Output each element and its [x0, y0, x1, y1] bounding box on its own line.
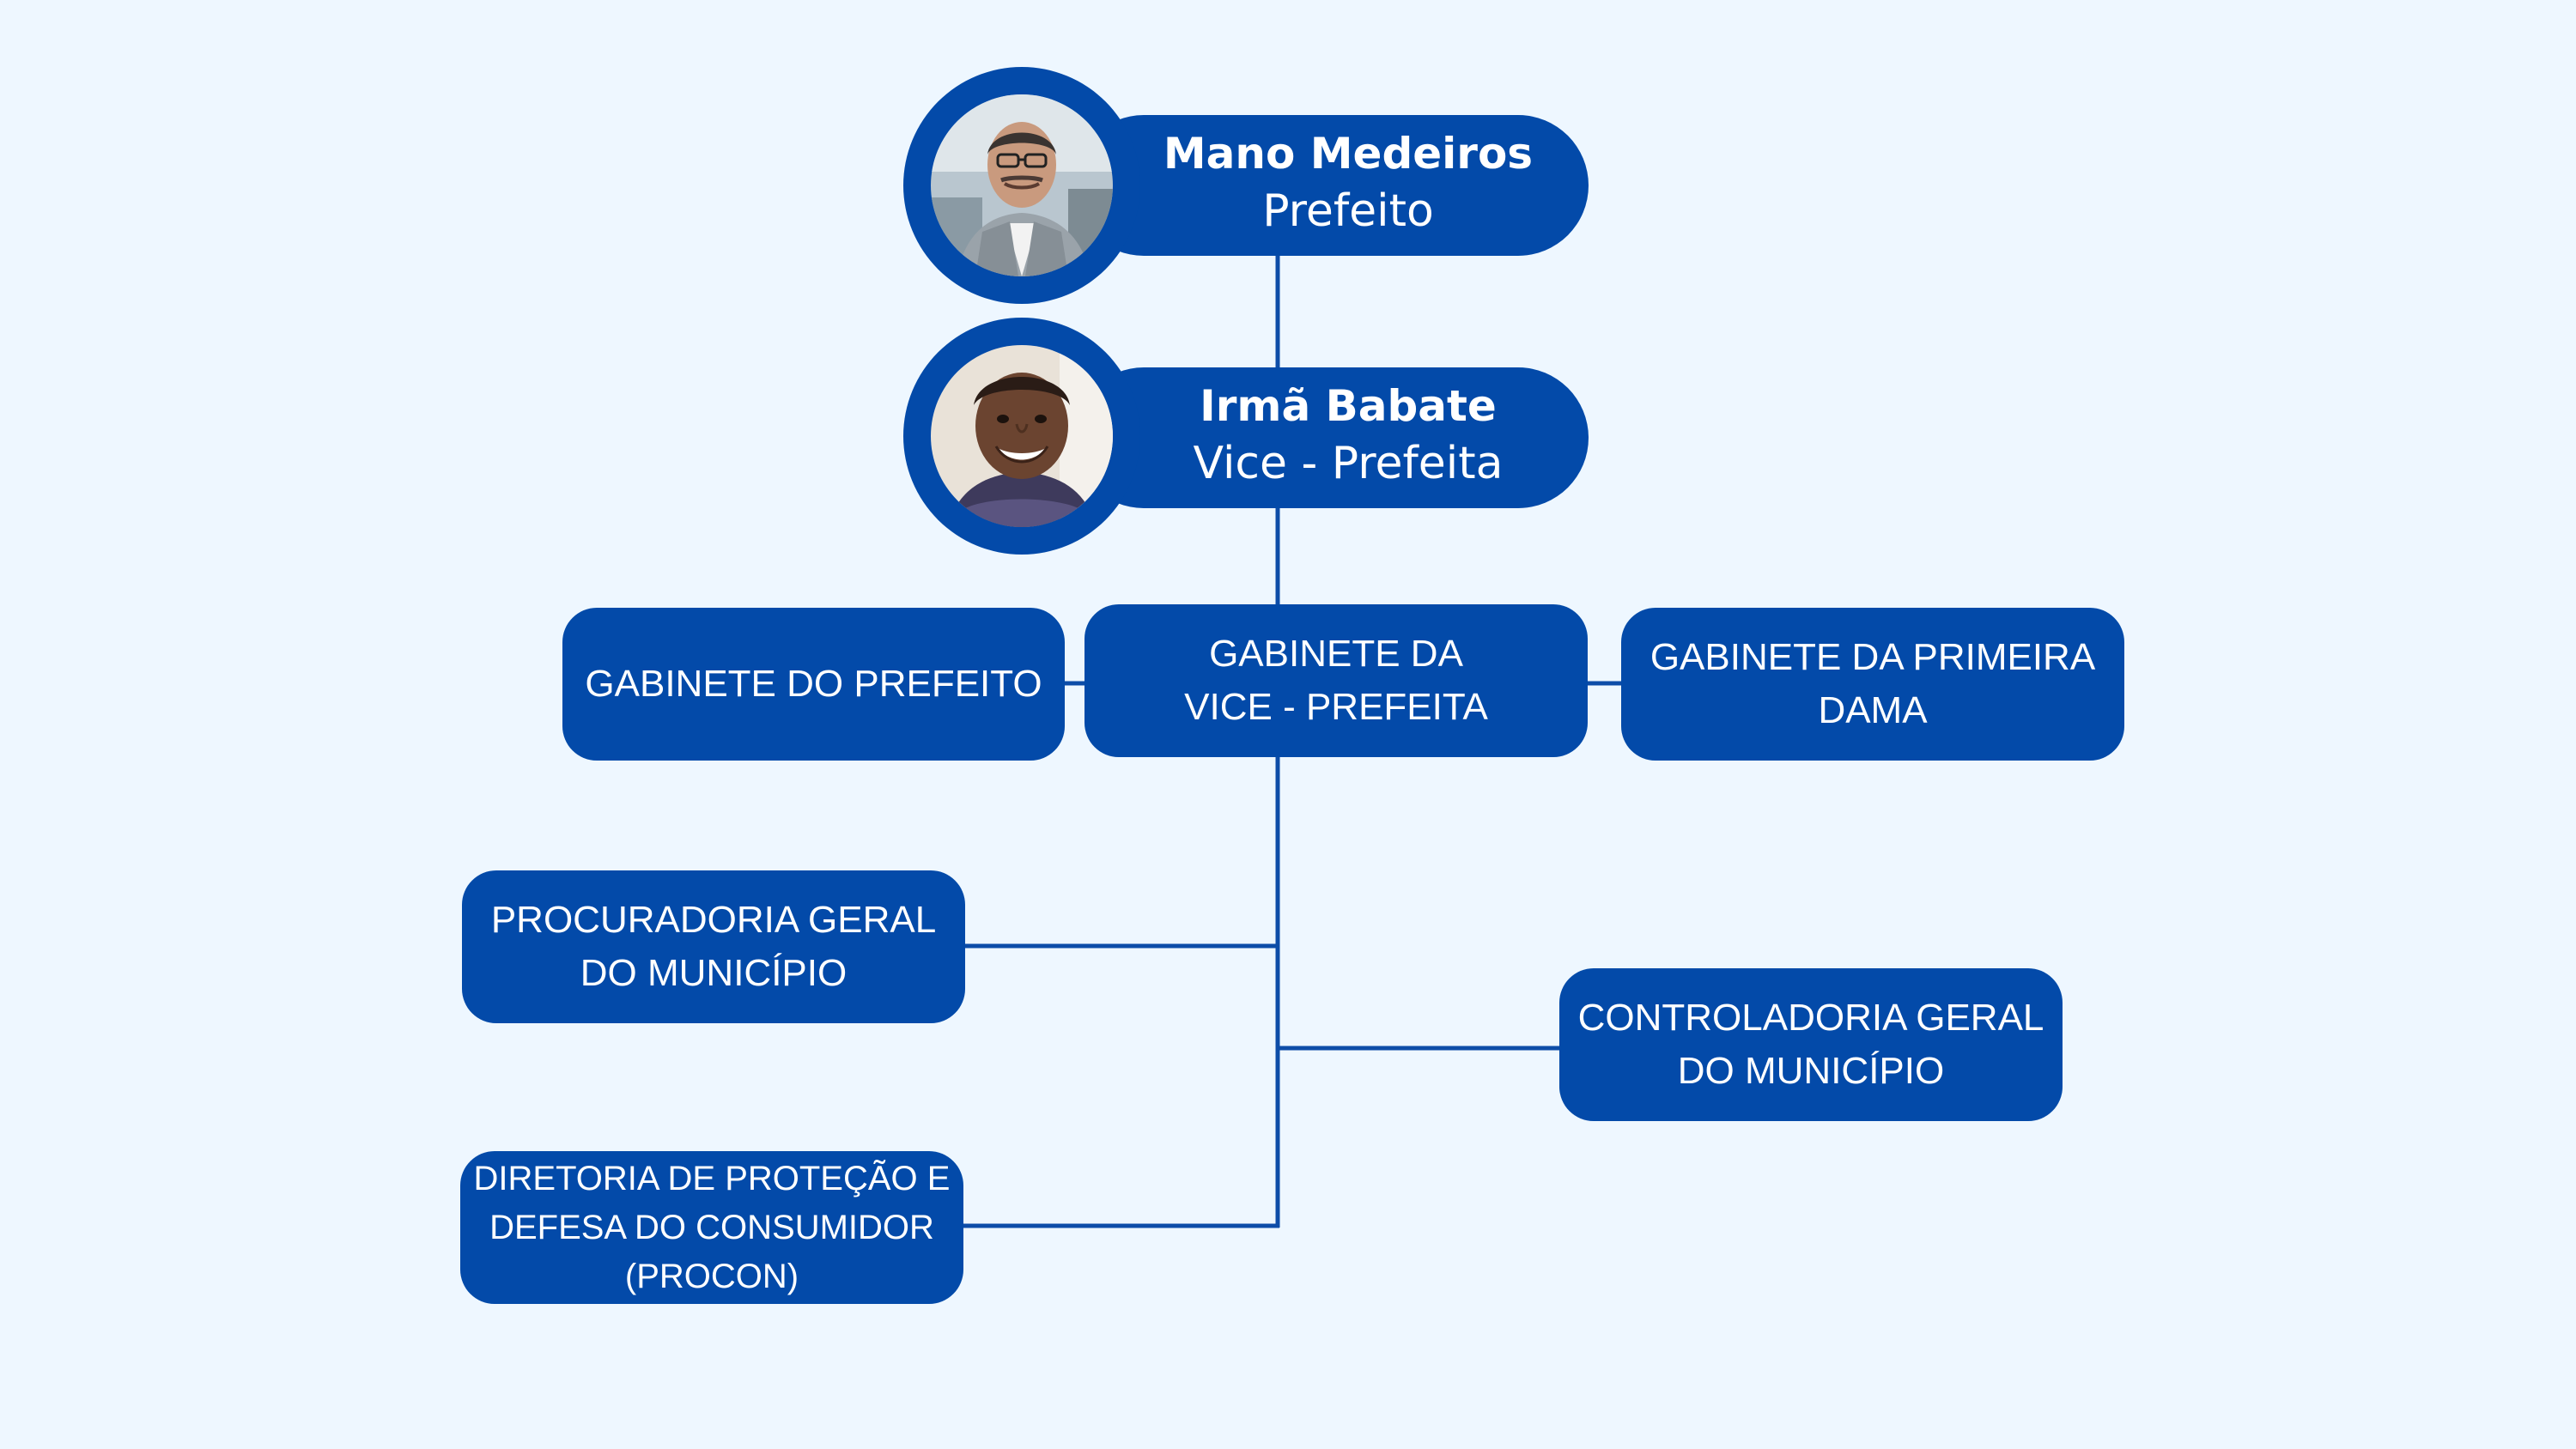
box-procuradoria-geral: PROCURADORIA GERAL DO MUNICÍPIO: [462, 870, 965, 1023]
box-label: DIRETORIA DE PROTEÇÃO E DEFESA DO CONSUM…: [473, 1159, 951, 1295]
portrait-man-glasses-photo: [931, 94, 1113, 276]
box-label: CONTROLADORIA GERAL DO MUNICÍPIO: [1577, 997, 2044, 1092]
box-gabinete-da-vice-prefeita: GABINETE DA VICE - PREFEITA: [1084, 604, 1588, 757]
box-gabinete-do-prefeito: GABINETE DO PREFEITO: [562, 608, 1065, 761]
box-label: GABINETE DO PREFEITO: [585, 663, 1042, 705]
box-label: GABINETE DA VICE - PREFEITA: [1184, 633, 1488, 728]
box-controladoria-geral: CONTROLADORIA GERAL DO MUNICÍPIO: [1559, 968, 2063, 1121]
leader-role: Vice - Prefeita: [1193, 438, 1504, 489]
box-procon: DIRETORIA DE PROTEÇÃO E DEFESA DO CONSUM…: [460, 1151, 963, 1304]
leader-role: Prefeito: [1262, 185, 1434, 237]
portrait-smiling-woman-photo: [931, 345, 1113, 527]
leader-text-prefeito: Mano Medeiros Prefeito: [1108, 125, 1589, 240]
box-label: PROCURADORIA GERAL DO MUNICÍPIO: [490, 899, 937, 994]
leader-text-vice-prefeita: Irmã Babate Vice - Prefeita: [1108, 378, 1589, 493]
box-label: GABINETE DA PRIMEIRA DAMA: [1649, 636, 2096, 731]
avatar-vice-prefeita: [903, 318, 1140, 555]
portrait-smiling-woman-icon: [931, 345, 1113, 527]
leader-card-vice-prefeita: [1073, 367, 1589, 508]
leader-name: Mano Medeiros: [1163, 129, 1534, 179]
avatar-prefeito: [903, 67, 1140, 304]
box-gabinete-da-primeira-dama: GABINETE DA PRIMEIRA DAMA: [1621, 608, 2124, 761]
leader-card-prefeito: [1073, 115, 1589, 256]
leader-name: Irmã Babate: [1200, 381, 1497, 431]
portrait-man-glasses-icon: [931, 94, 1113, 276]
